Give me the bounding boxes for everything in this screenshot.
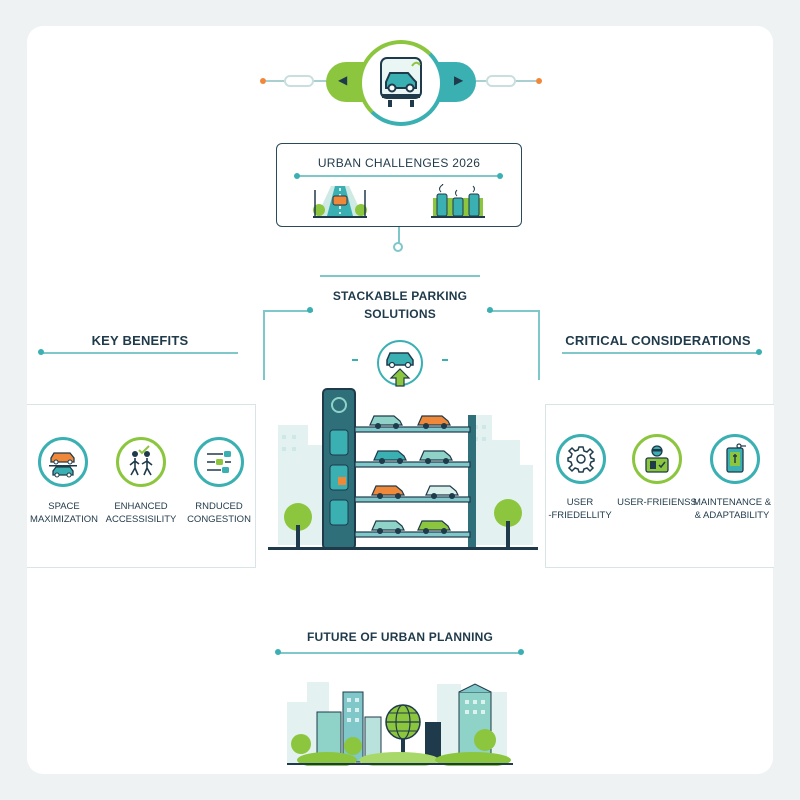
urban-challenges-title: URBAN CHALLENGES 2026: [317, 156, 481, 170]
car-on-platform-icon: [380, 57, 422, 107]
critical-considerations-panel: [545, 404, 774, 568]
benefit-item-2-circle[interactable]: [116, 437, 166, 487]
road-traffic-icon: [313, 186, 367, 218]
emblem-circle: [358, 40, 444, 126]
wrench-phone-icon: [726, 443, 746, 473]
user-screen-icon: [645, 445, 669, 473]
car-lift-up-arrow-icon: [377, 340, 423, 387]
consideration-item-3-circle[interactable]: [710, 434, 760, 484]
benefit-item-1-label: SPACE MAXIMIZATION: [30, 501, 98, 525]
right-connector: [470, 75, 544, 87]
people-check-icon: [129, 445, 153, 476]
benefit-item-1-circle[interactable]: [38, 437, 88, 487]
polluted-factory-icon: [431, 184, 485, 218]
future-title: FUTURE OF URBAN PLANNING: [306, 630, 494, 644]
urban-challenges-box: URBAN CHALLENGES 2026: [276, 143, 522, 227]
benefit-item-2-label: ENHANCED ACCESSISILITY: [105, 501, 177, 525]
stacked-cars-icon: [49, 452, 77, 478]
key-benefits-title: KEY BENEFITS: [91, 333, 189, 348]
stackable-parking-building-illustration: [268, 388, 538, 550]
consideration-item-1-circle[interactable]: [556, 434, 606, 484]
gear-icon: [567, 446, 595, 473]
consideration-item-1-label: USER -FRIEDELLITY: [548, 497, 612, 521]
left-connector: [260, 75, 330, 87]
consideration-item-2-circle[interactable]: [632, 434, 682, 484]
center-title-line2: SOLUTIONS: [364, 307, 436, 321]
right-arrow-icon[interactable]: ▶: [454, 73, 464, 87]
traffic-flow-icon: [207, 451, 231, 473]
benefit-item-3-circle[interactable]: [194, 437, 244, 487]
critical-considerations-title: CRITICAL CONSIDERATIONS: [565, 333, 751, 348]
green-city-globe-illustration: [287, 682, 513, 766]
top-emblem: ◀ ▶: [258, 40, 544, 126]
center-title-line1: STACKABLE PARKING: [332, 289, 468, 303]
consideration-item-3-label: MAINTENANCE & & ADAPTABILITY: [692, 497, 772, 521]
center-title: STACKABLE PARKING SOLUTIONS: [300, 287, 500, 323]
benefit-item-3-label: RNDUCED CONGESTION: [187, 501, 251, 525]
consideration-item-2-label: USER-FRIEIENSS: [617, 497, 697, 508]
left-arrow-icon[interactable]: ◀: [338, 73, 348, 87]
